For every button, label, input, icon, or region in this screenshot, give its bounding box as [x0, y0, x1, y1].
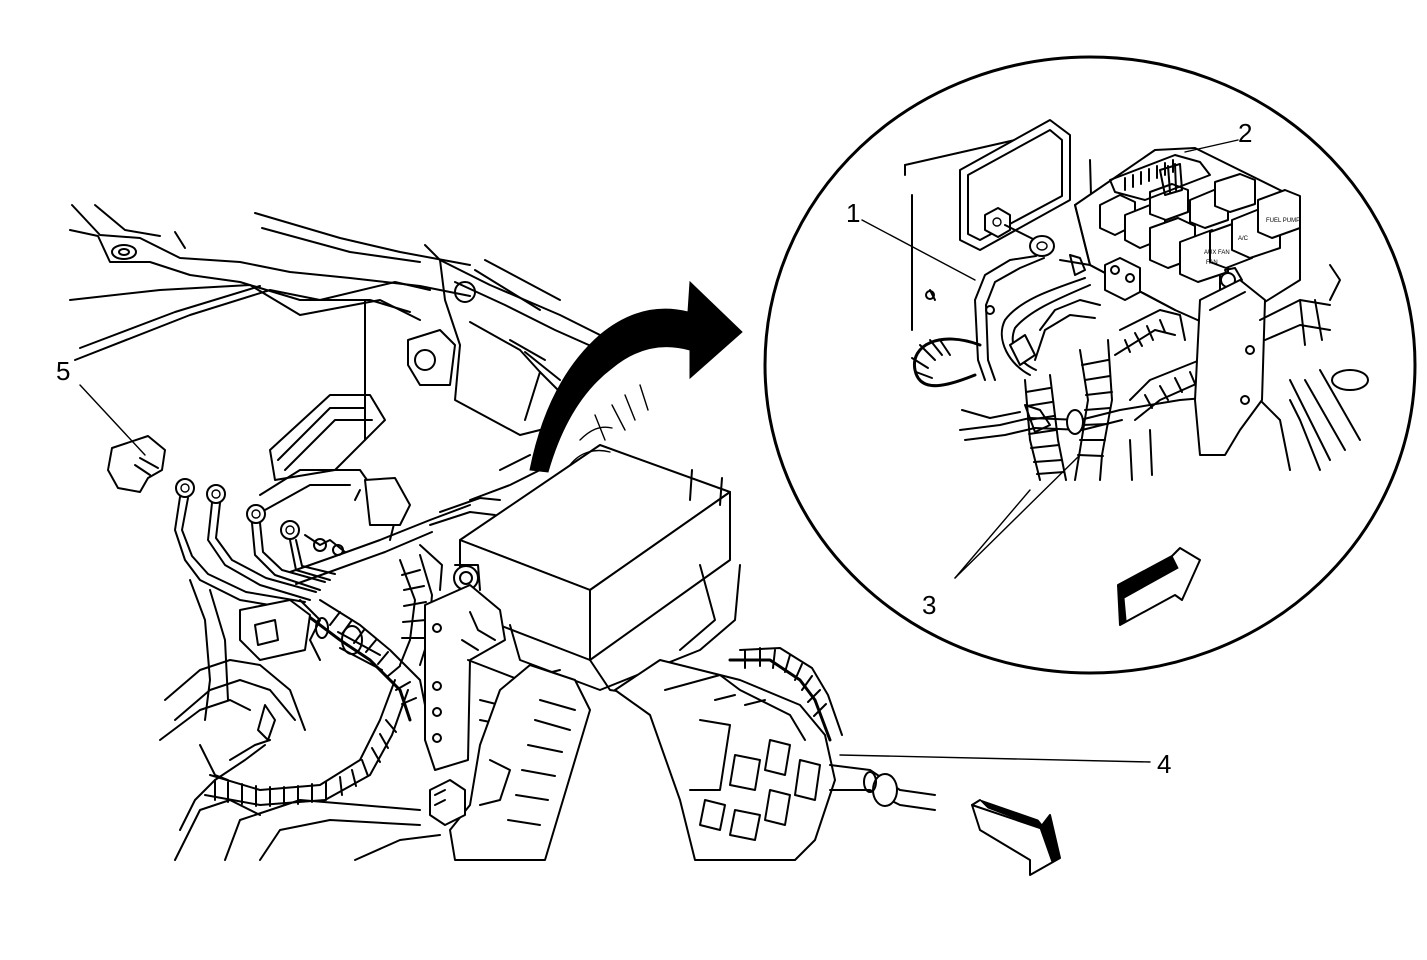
cowl-panel [69, 204, 471, 361]
callout-3: 3 [922, 590, 936, 620]
callout-4: 4 [1157, 749, 1171, 779]
connector-modules [449, 659, 836, 861]
right-harness [728, 647, 936, 811]
view-direction-arrow-detail [1117, 547, 1201, 627]
callout-5: 5 [56, 356, 70, 386]
relay-label-aux-fan: AUX FAN [1204, 250, 1230, 256]
fuse-relay-center-detail: FUEL PUMP A/C AUX FAN FAN [1074, 147, 1301, 331]
view-direction-arrow [971, 799, 1061, 876]
ground-stud-detail [925, 207, 1091, 381]
firewall-bracket [407, 244, 601, 436]
relay-label-fuel-pump: FUEL PUMP [1266, 218, 1300, 224]
underhood-fuse-block [453, 444, 741, 701]
relay-label-fan: FAN [1206, 260, 1218, 266]
relay-module-left [259, 299, 411, 541]
relay-label-ac: A/C [1238, 236, 1249, 242]
detail-harnesses [911, 264, 1341, 481]
callout-1: 1 [846, 198, 860, 228]
lower-connectors [429, 779, 466, 826]
main-engine-compartment-view [69, 204, 936, 861]
callout-2: 2 [1238, 118, 1252, 148]
detail-view-circle: FUEL PUMP A/C AUX FAN FAN [763, 55, 1417, 675]
main-harness-lower [204, 497, 501, 807]
callout-leaders [79, 139, 1239, 763]
lower-left-brackets [159, 579, 441, 861]
detail-transfer-arrow [529, 280, 743, 473]
